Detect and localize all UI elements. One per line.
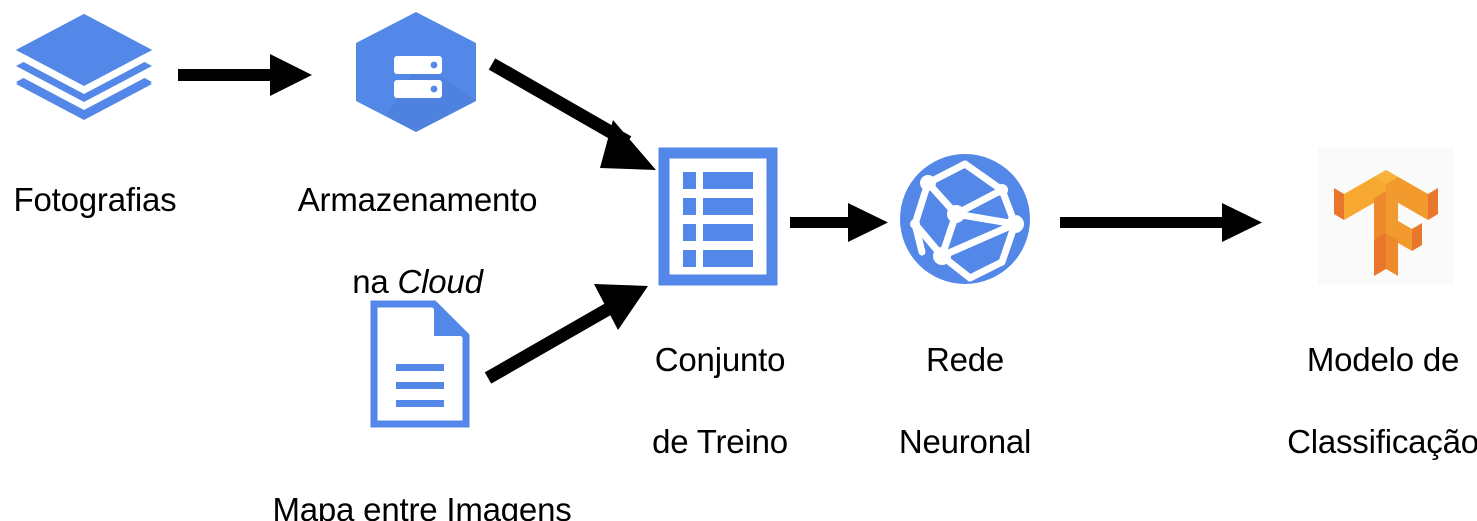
label-cloud-storage: Armazenamento na Cloud: [285, 138, 550, 343]
label-classification-model-line2: Classificação: [1287, 423, 1477, 460]
label-neural-network: Rede Neuronal: [880, 298, 1050, 503]
label-neural-network-line1: Rede: [925, 341, 1005, 378]
edge-network-to-model: [1060, 200, 1266, 246]
node-photos-icon: [14, 12, 154, 120]
node-classification-model-icon: [1318, 148, 1454, 284]
edge-photos-to-storage: [178, 52, 318, 98]
label-cloud-storage-line1: Armazenamento: [297, 181, 538, 218]
label-cloud-storage-line2: na Cloud: [285, 261, 550, 302]
tensorflow-logo-icon: [1318, 148, 1454, 284]
label-photos-text: Fotografias: [13, 181, 177, 218]
edge-trainingset-to-network: [790, 200, 892, 246]
edge-map-to-trainingset: [482, 278, 652, 388]
label-image-name-map: Mapa entre Imagens e Nomes Científicos: [252, 448, 592, 521]
label-cloud-storage-line2-prefix: na: [352, 263, 398, 300]
label-image-name-map-line1: Mapa entre Imagens: [272, 491, 572, 521]
node-training-set-icon: [658, 147, 778, 286]
label-classification-model-line1: Modelo de: [1306, 341, 1460, 378]
node-cloud-storage-icon: [352, 10, 480, 134]
label-neural-network-line2: Neuronal: [898, 423, 1032, 460]
node-neural-network-icon: [898, 152, 1032, 286]
label-training-set-line1: Conjunto: [654, 341, 786, 378]
dataset-list-icon: [658, 147, 778, 286]
node-image-name-map-icon: [370, 300, 470, 428]
cloud-storage-hexagon-icon: [356, 12, 476, 132]
label-training-set: Conjunto de Treino: [625, 298, 815, 503]
document-icon: [370, 300, 470, 428]
label-classification-model: Modelo de Classificação: [1283, 298, 1477, 503]
neural-network-sphere-icon: [900, 154, 1030, 284]
label-training-set-line2: de Treino: [652, 423, 788, 460]
layers-icon: [16, 14, 152, 120]
label-cloud-storage-line2-italic: Cloud: [397, 263, 483, 300]
label-photos: Fotografias: [0, 138, 190, 220]
edge-storage-to-trainingset: [488, 58, 668, 183]
